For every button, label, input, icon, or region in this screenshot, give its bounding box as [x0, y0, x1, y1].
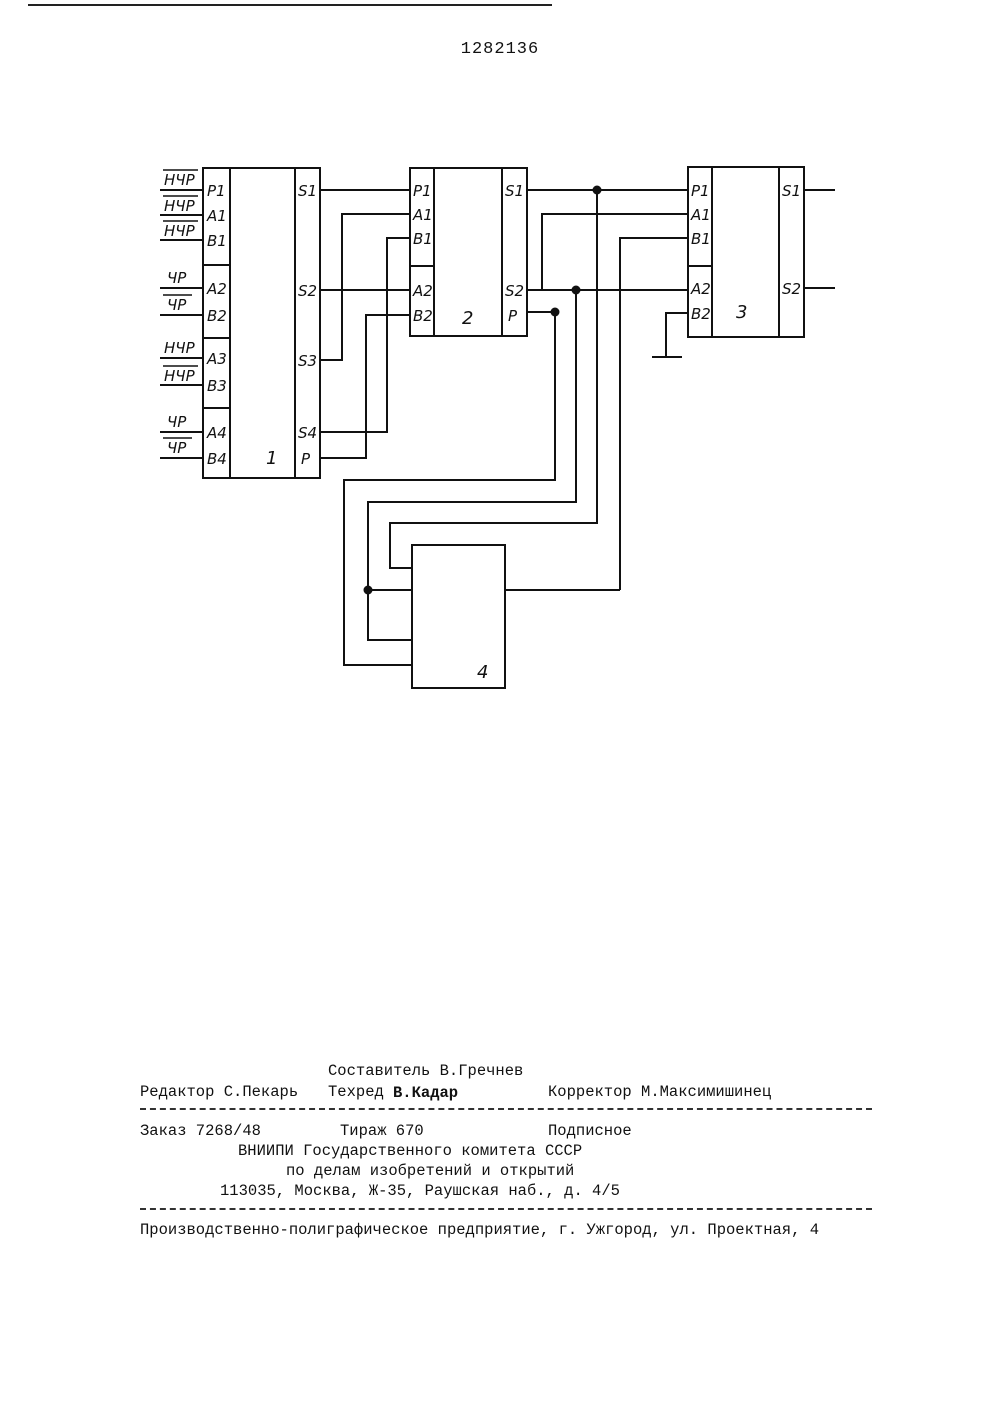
order-text: Заказ 7268/48 [140, 1122, 261, 1140]
printer-text: Производственно-полиграфическое предприя… [140, 1221, 819, 1239]
divider-dashed [140, 1108, 872, 1110]
compiler-text: Составитель В.Гречнев [328, 1062, 523, 1080]
editor-text: Редактор С.Пекарь [140, 1083, 298, 1101]
divider-dashed [140, 1208, 872, 1210]
address-text: 113035, Москва, Ж-35, Раушская наб., д. … [220, 1182, 620, 1200]
circulation-text: Тираж 670 [340, 1122, 424, 1140]
techred-label: Техред [328, 1083, 384, 1101]
org-line-2: по делам изобретений и открытий [286, 1162, 574, 1180]
org-line-1: ВНИИПИ Государственного комитета СССР [238, 1142, 582, 1160]
subscription-text: Подписное [548, 1122, 632, 1140]
techred-name: В.Кадар [393, 1084, 458, 1102]
corrector-text: Корректор М.Максимишинец [548, 1083, 771, 1101]
